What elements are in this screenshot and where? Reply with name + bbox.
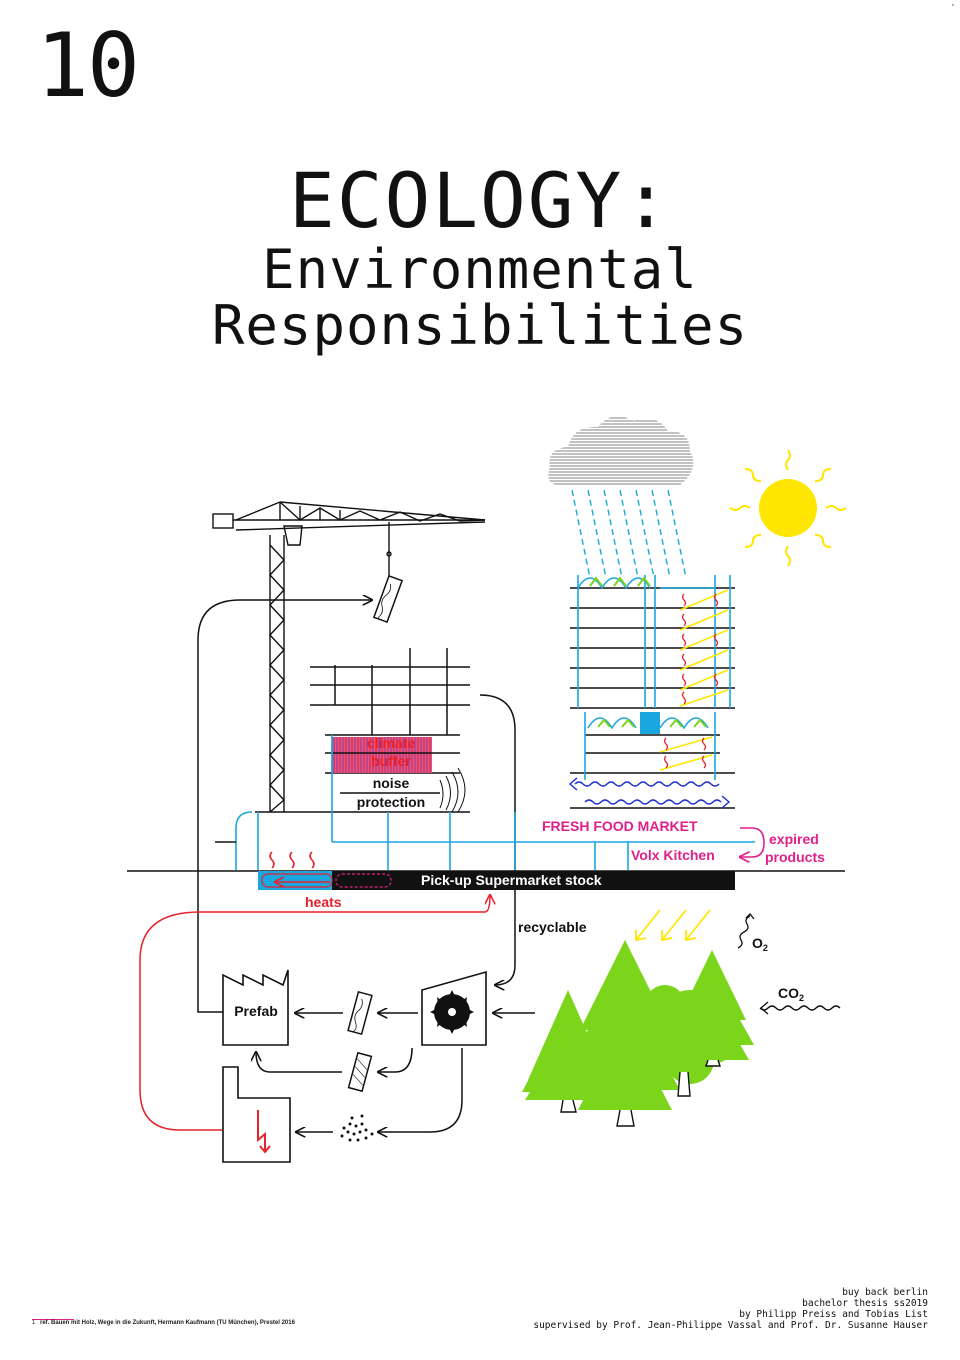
water-flow-icon — [568, 777, 731, 809]
roof-plants-icon — [589, 576, 707, 728]
crane-icon — [212, 501, 486, 813]
credit-line: buy back berlin — [842, 1287, 928, 1298]
label-climate: climate — [367, 735, 415, 751]
label-expired: expired — [769, 831, 819, 847]
label-fresh-food-market: FRESH FOOD MARKET — [542, 818, 698, 834]
credits-block: buy back berlin bachelor thesis ss2019 b… — [533, 1287, 928, 1331]
green-building — [570, 575, 735, 809]
reference-divider — [32, 1319, 74, 1320]
title-line-3: Responsibilities — [211, 294, 749, 357]
credit-line: bachelor thesis ss2019 — [802, 1298, 928, 1309]
label-products: products — [765, 849, 825, 865]
label-buffer: buffer — [371, 753, 411, 769]
label-prefab: Prefab — [234, 1003, 278, 1019]
factory-icon — [222, 969, 289, 1046]
label-volx-kitchen: Volx Kitchen — [631, 847, 715, 863]
timber-plank-icon — [347, 990, 373, 1036]
label-protection: protection — [357, 794, 425, 810]
expired-products-arrow — [740, 827, 765, 857]
climate-buffer-zone — [332, 737, 432, 773]
process-arrows — [256, 1013, 535, 1132]
reference-text: ref. Bauen mit Holz, Wege in die Zukunft… — [40, 1320, 295, 1326]
label-noise: noise — [373, 775, 410, 791]
label-co2: CO2 — [778, 985, 804, 1003]
corner-dot — [952, 4, 954, 6]
title-main: ECOLOGY: — [288, 156, 672, 245]
noise-waves-icon — [439, 767, 466, 813]
label-o2: O2 — [752, 935, 768, 953]
power-plant-icon — [222, 1066, 291, 1163]
label-heats: heats — [305, 894, 342, 910]
label-pickup-stock: Pick-up Supermarket stock — [421, 872, 602, 888]
hanging-timber-icon — [372, 574, 404, 624]
o2-flow-icon — [737, 915, 751, 949]
sunlight-arrows-icon — [635, 909, 711, 942]
sun-shading — [659, 589, 729, 771]
heat-return-arrow — [139, 895, 490, 1131]
wood-chips-icon — [340, 1114, 374, 1142]
timber-board-icon — [347, 1051, 373, 1093]
water-tank — [640, 712, 660, 734]
reference-number: 1 — [32, 1320, 36, 1326]
pickup-stock-bar — [258, 871, 735, 890]
tree-icon — [522, 940, 754, 1127]
co2-flow-icon — [759, 1005, 841, 1011]
heat-icon-building — [663, 593, 719, 769]
recycle-loop-arrow — [197, 600, 372, 1013]
building-frame — [255, 648, 470, 813]
saw-blade-icon — [421, 970, 487, 1046]
page-title: ECOLOGY: Environmental Responsibilities — [0, 160, 960, 354]
title-line-2: Environmental — [262, 238, 698, 301]
label-recyclable: recyclable — [518, 919, 587, 935]
rain-icon — [571, 489, 687, 579]
cyan-ducts — [215, 735, 755, 870]
credit-line: supervised by Prof. Jean-Philippe Vassal… — [533, 1320, 928, 1331]
recyclable-arrow — [479, 694, 516, 985]
heat-icon — [269, 851, 315, 869]
credit-line: by Philipp Preiss and Tobias List — [739, 1309, 928, 1320]
sun-icon — [729, 449, 847, 567]
page-number: 10 — [36, 14, 140, 117]
cloud-icon — [548, 416, 694, 485]
